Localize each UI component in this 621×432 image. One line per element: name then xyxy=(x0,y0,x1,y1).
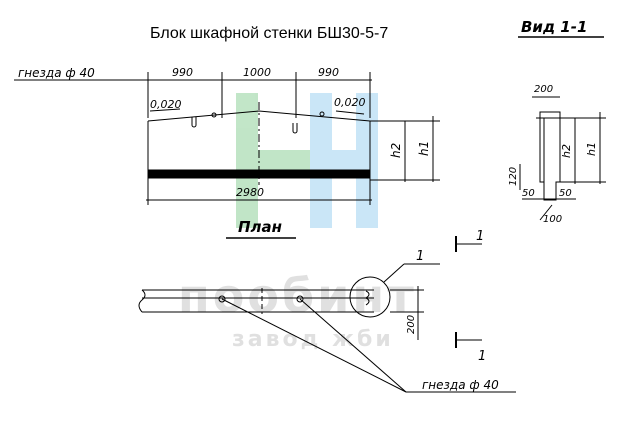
plan-view: 1 1 1 200 гнезда ф 40 xyxy=(138,229,516,393)
sec-profile xyxy=(539,111,561,201)
socket-leader-1 xyxy=(221,298,407,393)
sec-dim-120: 120 xyxy=(508,167,519,186)
watermark-logo-blue-3 xyxy=(310,150,378,172)
socket-label-bottom: гнезда ф 40 xyxy=(422,378,499,392)
section-view: 200 h2 h1 120 50 50 100 xyxy=(508,84,606,225)
sec-dim-100: 100 xyxy=(543,214,562,225)
detail-callout-glyph xyxy=(365,290,370,306)
socket-label-top: гнезда ф 40 xyxy=(18,66,95,80)
drawing-title: Блок шкафной стенки БШ30-5-7 xyxy=(150,25,388,42)
front-h1: h1 xyxy=(417,141,431,156)
plan-socket-right xyxy=(296,295,304,303)
total-length: 2980 xyxy=(236,186,264,199)
slope-right: 0,020 xyxy=(334,96,366,109)
section-mark-top: 1 xyxy=(476,229,484,244)
sec-dim-50-left: 50 xyxy=(522,188,535,199)
front-view: гнезда ф 40 990 1000 990 0,020 0,020 h2 xyxy=(14,66,440,205)
section-mark-bottom: 1 xyxy=(478,349,486,364)
dim-mid: 1000 xyxy=(243,66,271,79)
plan-socket-left xyxy=(218,295,226,303)
slope-right-marker xyxy=(319,111,325,117)
sec-h1: h1 xyxy=(585,142,598,156)
watermark-brand: пообинт xyxy=(178,269,417,323)
sec-h2: h2 xyxy=(560,144,573,158)
socket-front-left xyxy=(191,117,197,128)
watermark-logo-green-2 xyxy=(236,150,314,172)
front-h2: h2 xyxy=(389,143,403,158)
socket-leader-2 xyxy=(299,298,407,393)
sec-dim-50-right: 50 xyxy=(559,188,572,199)
watermark: пообинт завод жби xyxy=(178,93,417,352)
plan-width: 200 xyxy=(406,315,417,334)
slope-left-arrow xyxy=(149,108,181,112)
plan-label: План xyxy=(238,218,282,236)
plan-break-left xyxy=(138,289,146,313)
slope-right-arrow xyxy=(335,110,365,115)
socket-front-right xyxy=(292,123,298,134)
sec-100-leader xyxy=(539,204,553,221)
callout-leader xyxy=(383,263,405,283)
slope-left: 0,020 xyxy=(150,98,182,111)
dim-right: 990 xyxy=(318,66,339,79)
sec-width-top: 200 xyxy=(534,84,553,95)
block-top-edge xyxy=(147,110,371,122)
slope-left-marker xyxy=(211,112,217,118)
detail-callout-circle xyxy=(349,276,391,318)
callout-number: 1 xyxy=(416,249,424,264)
dim-left: 990 xyxy=(172,66,193,79)
view-label: Вид 1-1 xyxy=(521,18,587,36)
watermark-subtitle: завод жби xyxy=(232,327,394,352)
